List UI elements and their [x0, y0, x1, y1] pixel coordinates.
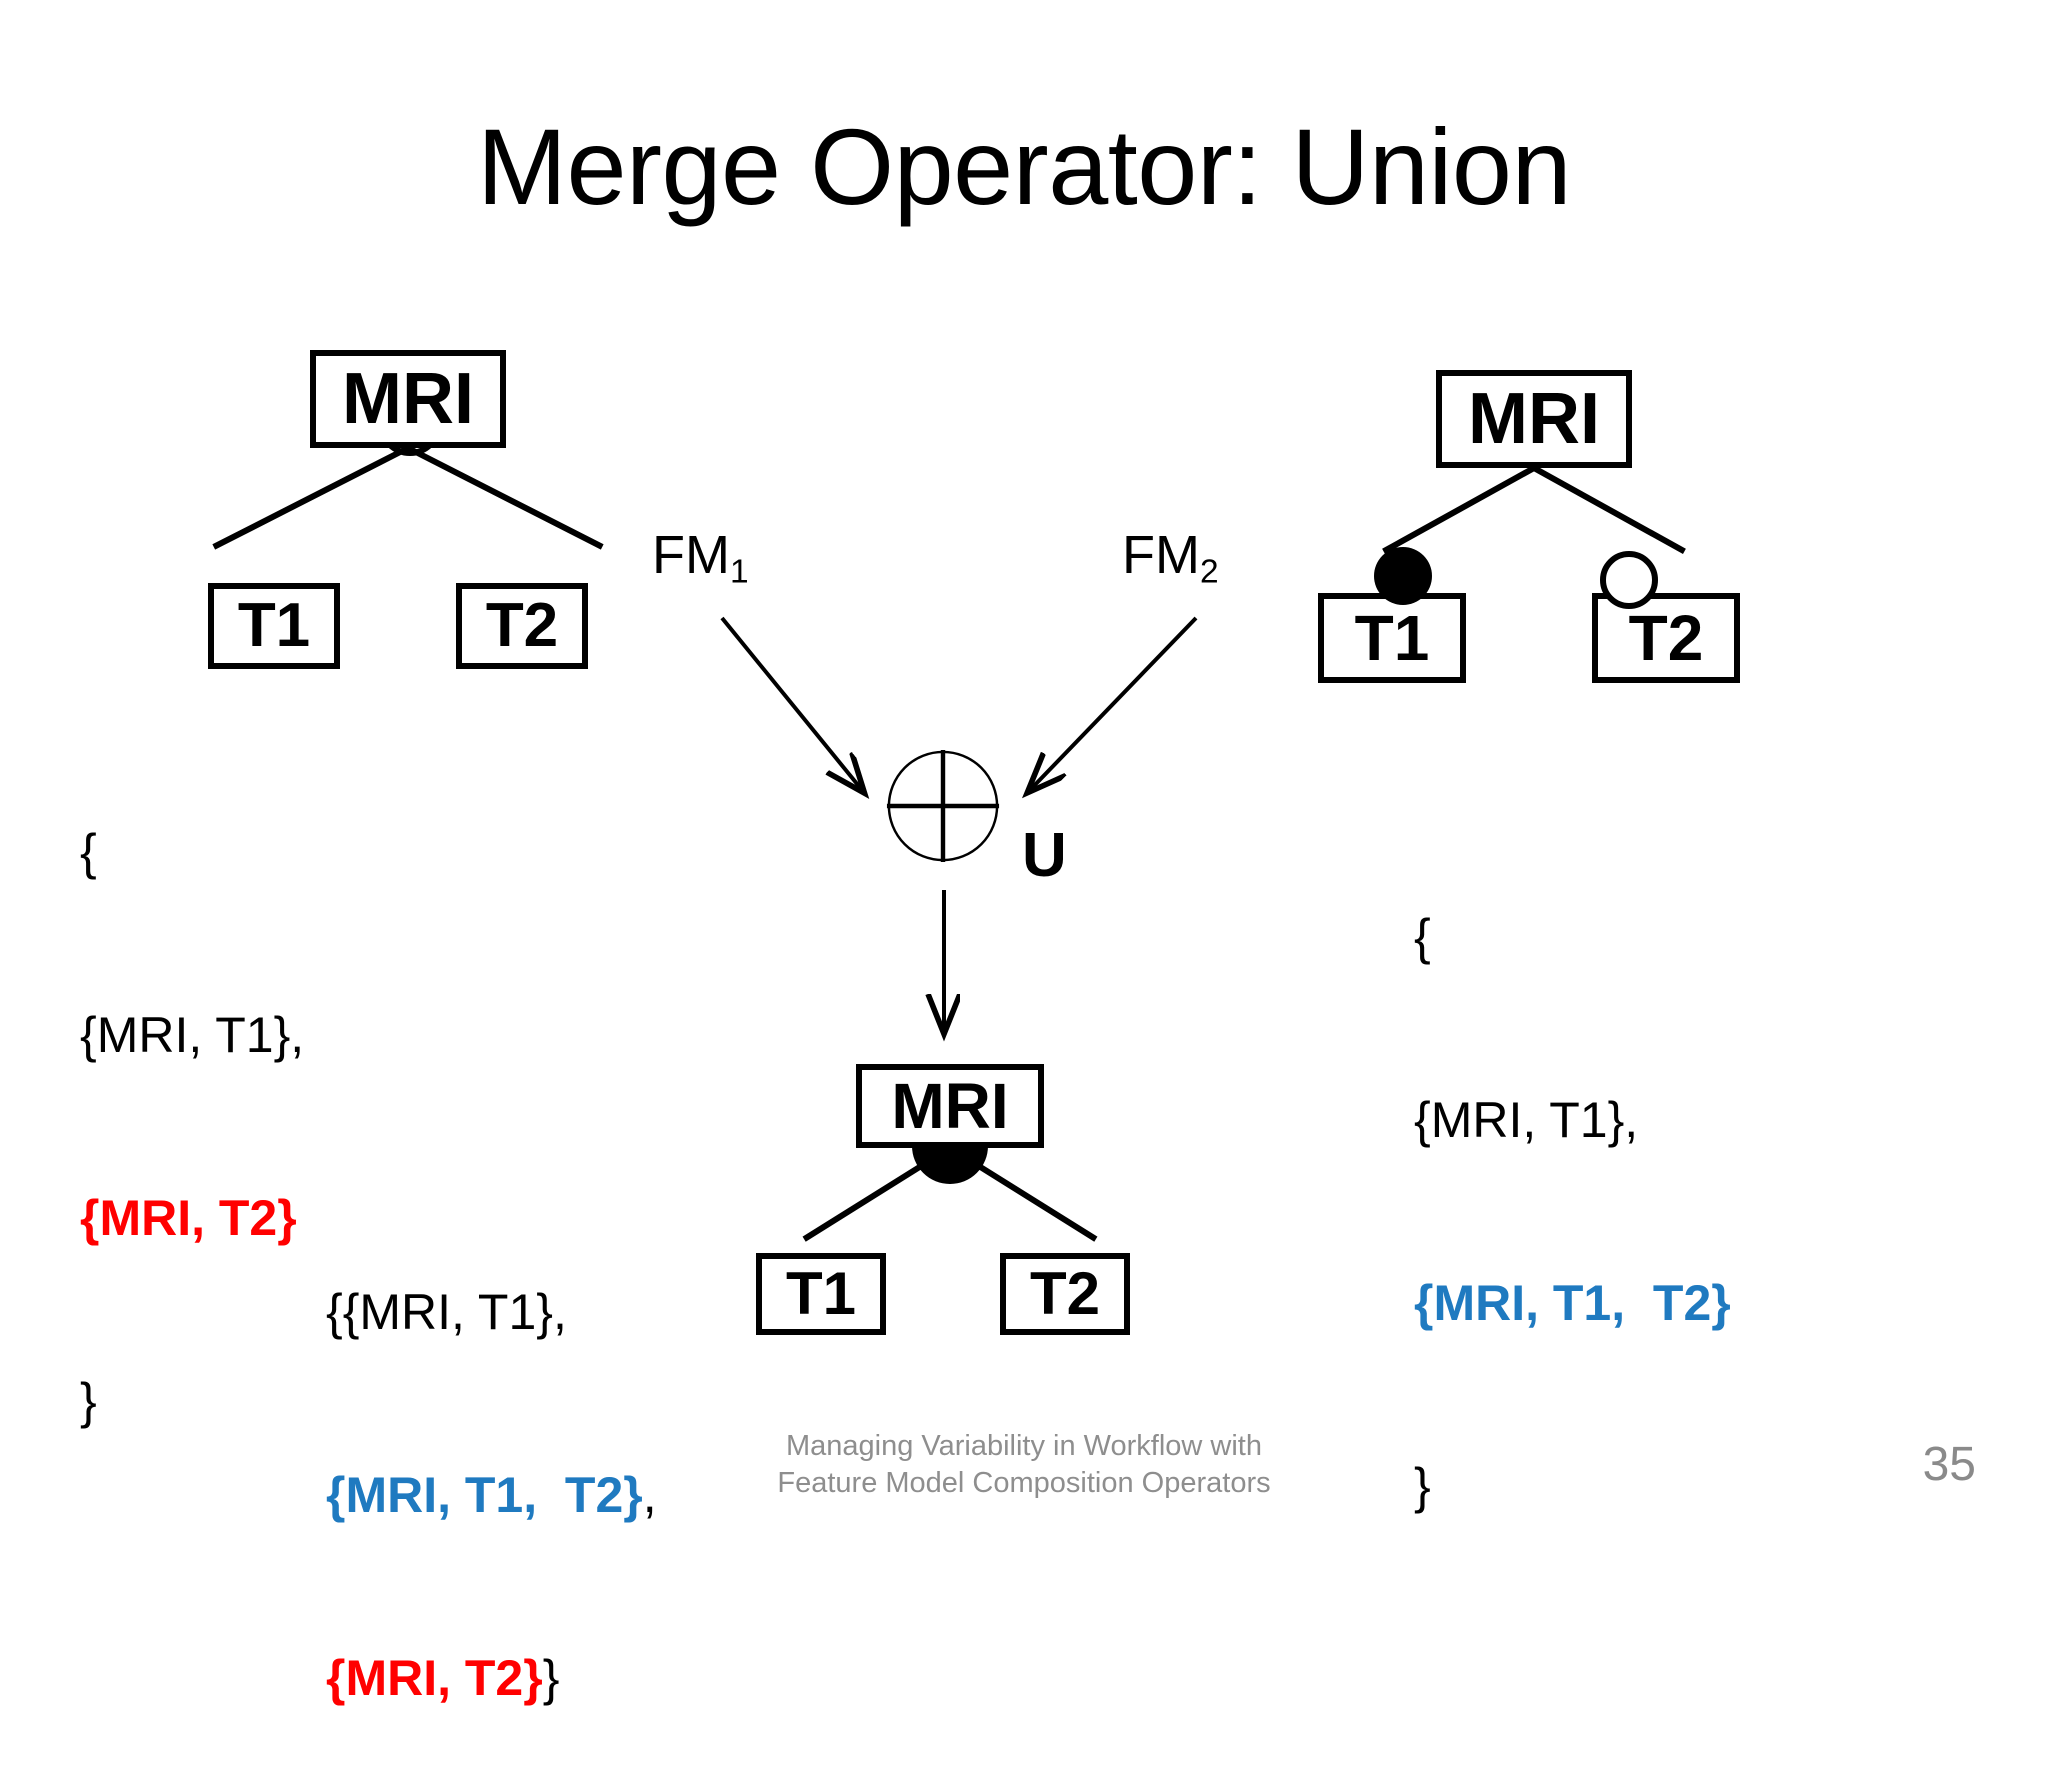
fm1-edge-to-t1 — [212, 445, 410, 550]
fm2-node-mri[interactable]: MRI — [1436, 370, 1632, 468]
circled-plus-icon[interactable] — [884, 747, 1002, 865]
fm1-label: FM1 — [652, 524, 749, 591]
result-set-line-3-highlighted: {MRI, T2} — [326, 1650, 543, 1706]
fm2-t2-optional-dot — [1600, 551, 1658, 609]
arrow-fm2-to-operator — [1030, 616, 1198, 790]
fm1-alternative-group-arc — [378, 420, 442, 456]
fm2-set-notation: { {MRI, T1}, {MRI, T1, T2} } — [1414, 785, 1731, 1578]
fm1-node-t2[interactable]: T2 — [456, 583, 588, 669]
fm2-edge-to-t1 — [1382, 465, 1536, 555]
fm1-set-line-open: { — [80, 824, 97, 880]
arrow-fm1-to-operator — [720, 616, 862, 790]
page-title: Merge Operator: Union — [476, 106, 1572, 227]
fm2-node-t2-label: T2 — [1628, 602, 1704, 674]
fm1-edge-to-t2 — [406, 445, 604, 550]
fm1-set-line-2-highlighted: {MRI, T2} — [80, 1190, 297, 1246]
footer-line-2: Feature Model Composition Operators — [777, 1467, 1271, 1500]
fm2-set-line-2-highlighted: {MRI, T1, T2} — [1414, 1275, 1731, 1331]
footer-line-1: Managing Variability in Workflow with — [785, 1430, 1262, 1462]
result-node-mri[interactable]: MRI — [856, 1064, 1044, 1148]
result-node-t2-label: T2 — [1029, 1260, 1101, 1327]
fm1-node-t1[interactable]: T1 — [208, 583, 340, 669]
fm2-edge-to-t2 — [1532, 465, 1686, 555]
fm2-set-line-open: { — [1414, 909, 1431, 965]
result-set-line-2: {MRI, T1, T2}, — [326, 1465, 657, 1526]
result-set-line-3: {MRI, T2}} — [326, 1648, 657, 1709]
fm1-set-notation: { {MRI, T1}, {MRI, T2} } — [80, 700, 304, 1493]
result-set-line-3-close: } — [542, 1650, 560, 1706]
fm2-label: FM2 — [1122, 524, 1219, 591]
fm1-set-line-close: } — [80, 1373, 97, 1429]
result-node-t1[interactable]: T1 — [756, 1253, 886, 1335]
result-set-line-2-highlighted: {MRI, T1, T2} — [326, 1467, 643, 1523]
result-set-line-2-comma: , — [642, 1467, 657, 1523]
fm2-set-line-1: {MRI, T1}, — [1414, 1092, 1639, 1148]
fm2-node-t2[interactable]: T2 — [1592, 593, 1740, 683]
fm2-label-subscript: 2 — [1199, 553, 1219, 591]
fm1-set-line-1: {MRI, T1}, — [80, 1007, 305, 1063]
result-set-line-1: {{MRI, T1}, — [326, 1284, 567, 1340]
fm2-node-t1-label: T1 — [1354, 602, 1430, 674]
result-node-t2[interactable]: T2 — [1000, 1253, 1130, 1335]
fm1-label-text: FM — [652, 525, 730, 585]
fm1-label-subscript: 1 — [729, 553, 749, 591]
fm2-node-mri-label: MRI — [1468, 379, 1600, 459]
result-node-mri-label: MRI — [891, 1070, 1009, 1142]
footer-note: Managing Variability in Workflow with Fe… — [0, 1428, 2048, 1502]
result-node-t1-label: T1 — [785, 1260, 857, 1327]
fm2-label-text: FM — [1122, 525, 1200, 585]
merge-operator-label: U — [1022, 821, 1067, 890]
fm2-set-line-close: } — [1414, 1458, 1431, 1514]
fm1-node-t1-label: T1 — [237, 591, 311, 660]
fm2-node-t1[interactable]: T1 — [1318, 593, 1466, 683]
result-or-group-arc — [912, 1142, 988, 1184]
fm1-node-mri-label: MRI — [342, 359, 474, 439]
fm1-node-t2-label: T2 — [485, 591, 559, 660]
fm2-t1-mandatory-dot — [1374, 547, 1432, 605]
page-number: 35 — [1922, 1438, 1976, 1491]
fm1-node-mri[interactable]: MRI — [310, 350, 506, 448]
